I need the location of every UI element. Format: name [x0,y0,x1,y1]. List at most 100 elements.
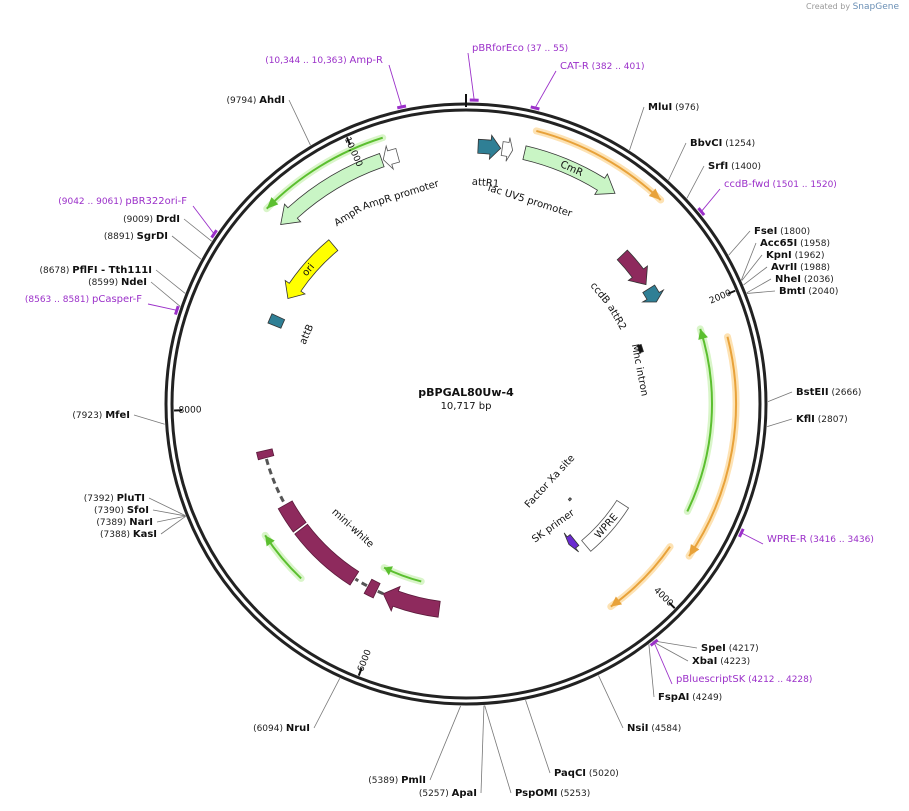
primer-name: ccdB-fwd [724,179,770,190]
primer-mark [649,638,659,647]
enzyme-leader [288,99,311,146]
feature-label-factor-xa-site: Factor Xa site [523,453,577,510]
primer-name: pBluescriptSK [676,674,746,685]
enzyme-leader [629,106,645,151]
enzyme-name: KflI [796,414,815,425]
orf-arcs [261,127,740,611]
feature-label-mini-white: mini-white [329,507,375,551]
primer-mark [697,207,706,216]
feature-label-mhc-intron: Mhc intron [629,343,650,397]
primer-position: (10,344 .. 10,363) [265,56,349,66]
enzyme-position: (5257) [419,789,452,799]
enzyme-position: (976) [672,103,699,113]
primer-name: pBR322ori-F [125,196,187,207]
enzyme-leader [648,644,655,698]
primer-site-pbluescriptsk: pBluescriptSK (4212 .. 4228) [676,674,812,685]
enzyme-name: NheI [775,274,801,285]
mini-white-intron [264,458,285,503]
orf-arc [686,328,713,512]
enzyme-site-pspomi: PspOMI (5253) [515,788,590,799]
primer-mark [174,305,180,316]
enzyme-name: KasI [133,529,157,540]
enzyme-site-nari: (7389) NarI [96,517,153,528]
enzyme-name: SfoI [127,505,149,516]
primer-mark [530,105,540,111]
enzyme-site-srfi: SrfI (1400) [708,161,761,172]
feature-attr2 [641,284,665,303]
enzyme-name: Acc65I [760,238,797,249]
primer-name: pCasper-F [92,294,142,305]
enzyme-position: (4223) [717,657,750,667]
enzyme-leader [686,165,705,199]
enzyme-position: (2040) [806,287,839,297]
enzyme-leader [155,269,186,294]
ruler-tick-label: 2000 [708,288,733,306]
snapgene-credit: Created by SnapGene [806,2,899,12]
primer-leader [653,642,673,685]
enzyme-name: AhdI [259,95,285,106]
primer-position: (4212 .. 4228) [745,675,812,685]
enzyme-position: (2807) [815,415,848,425]
enzyme-position: (4217) [726,644,759,654]
primer-position: (3416 .. 3436) [807,535,874,545]
enzyme-position: (1800) [777,227,810,237]
enzyme-position: (8599) [88,278,121,288]
feature-label-ccdb: ccdB [588,281,612,307]
enzyme-leader [653,640,698,649]
enzyme-position: (2036) [801,275,834,285]
enzyme-site-paqci: PaqCI (5020) [554,768,619,779]
enzyme-name: PluTI [117,493,145,504]
enzyme-name: XbaI [692,656,717,667]
enzyme-site-pluti: (7392) PluTI [84,493,145,504]
enzyme-leader [484,705,512,794]
primer-name: pBRforEco [472,43,524,54]
orf-arrowhead [698,328,708,340]
orf-arrowhead [610,596,623,607]
mini-white-exon [294,523,360,586]
primer-site-ccdb-fwd: ccdB-fwd (1501 .. 1520) [724,179,837,190]
enzyme-position: (6094) [253,724,286,734]
enzyme-position: (4249) [689,693,722,703]
enzyme-site-mlui: MluI (976) [648,102,699,113]
orf-arc [536,129,662,201]
feature-attb [267,313,286,329]
enzyme-position: (9009) [123,215,156,225]
orf-arrowhead [266,197,279,209]
feature-label-attr2: attR2 [605,303,628,332]
primer-site-pbr322ori-f: (9042 .. 9061) pBR322ori-F [58,196,187,207]
enzyme-name: PspOMI [515,788,557,799]
enzyme-name: PflFI - Tth111I [72,265,152,276]
enzyme-position: (2666) [829,388,862,398]
plasmid-name: pBPGAL80Uw-4 [418,386,514,399]
orf-arrowhead [265,535,275,547]
mini-white-exon [256,448,275,461]
feature-ori [284,239,339,299]
orf-arc [266,136,384,210]
mini-white-intron [354,577,368,588]
enzyme-leader [741,254,763,281]
primer-leader [388,64,403,108]
plasmid-length: 10,717 bp [441,401,492,412]
enzyme-position: (1988) [797,263,830,273]
enzyme-name: AvrII [771,262,797,273]
feature-label-attr1: attR1 [471,177,499,190]
enzyme-site-pflfi-tth111i: (8678) PflFI - Tth111I [39,265,152,276]
enzyme-site-drdi: (9009) DrdI [123,214,180,225]
enzyme-site-fspai: FspAI (4249) [658,692,722,703]
primer-site-pbrforeco: pBRforEco (37 .. 55) [472,43,568,54]
enzyme-name: FseI [754,226,777,237]
enzyme-site-xbai: XbaI (4223) [692,656,750,667]
feature-wpre [581,499,630,552]
enzyme-leader [183,218,212,242]
enzyme-leader [747,290,776,294]
enzyme-position: (7923) [72,411,105,421]
enzyme-name: SpeI [701,643,726,654]
primer-position: (1501 .. 1520) [770,180,837,190]
enzyme-position: (5253) [557,789,590,799]
enzyme-leader [313,678,341,729]
enzyme-site-kfli: KflI (2807) [796,414,848,425]
backbone-ring [164,94,768,706]
enzyme-leader [148,497,186,516]
feature-label-attb: attB [298,323,316,347]
